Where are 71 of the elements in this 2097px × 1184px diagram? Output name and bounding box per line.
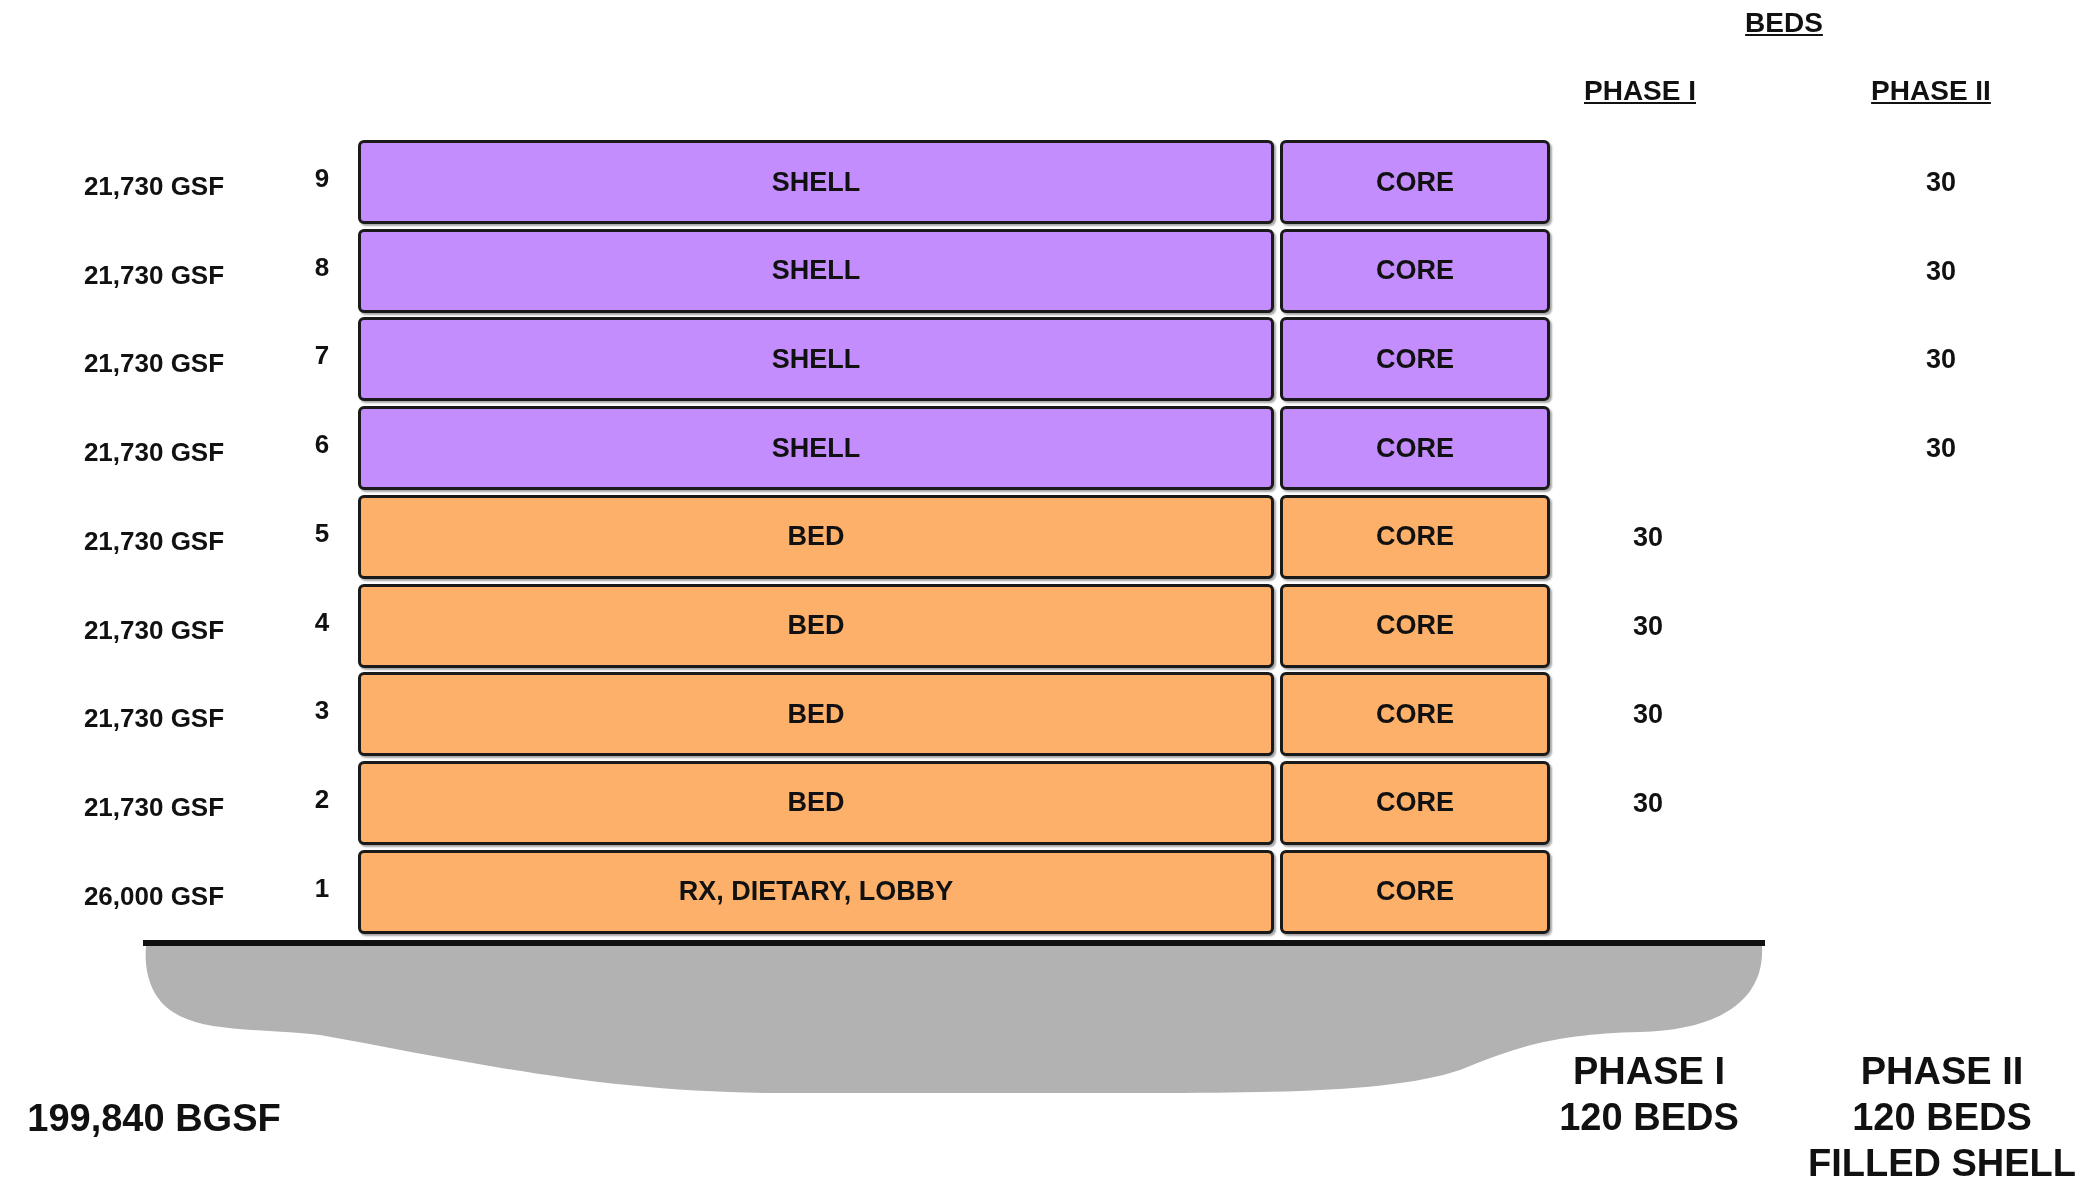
bed-count: 30 (1926, 168, 1956, 196)
floor-number: 7 (314, 342, 330, 369)
floor-number: 6 (314, 431, 330, 458)
area-label: 21,730 GSF (83, 350, 225, 377)
block-label: BED (787, 610, 845, 641)
floor-block (358, 317, 1274, 402)
block-label: CORE (1376, 166, 1454, 198)
area-label: 21,730 GSF (83, 527, 225, 554)
core-block (1280, 583, 1550, 668)
summary-text: PHASE I (1573, 1052, 1725, 1090)
bed-count: 30 (1926, 345, 1956, 373)
floor-block (358, 406, 1274, 491)
bed-count: 30 (1926, 434, 1956, 462)
block-label: SHELL (771, 255, 861, 287)
floor-block (358, 583, 1274, 668)
area-label: 21,730 GSF (83, 793, 225, 820)
area-label: 26,000 GSF (83, 882, 225, 909)
column-heading: PHASE I (1584, 77, 1696, 105)
floor-number: 3 (314, 697, 330, 724)
core-block (1280, 760, 1550, 845)
block-label: CORE (1376, 521, 1454, 553)
area-label: 21,730 GSF (83, 616, 225, 643)
block-label: SHELL (771, 166, 861, 198)
floor-block (358, 494, 1274, 579)
floor-number: 1 (314, 874, 330, 901)
block-label: CORE (1376, 255, 1454, 287)
block-label: SHELL (771, 343, 861, 375)
block-label: BED (787, 698, 845, 730)
floor-number: 5 (314, 519, 330, 546)
block-label: RX, DIETARY, LOBBY (678, 876, 954, 908)
core-block (1280, 317, 1550, 402)
bed-count: 30 (1633, 523, 1663, 551)
bed-count: 30 (1633, 700, 1663, 728)
summary-text: 120 BEDS (1559, 1098, 1739, 1136)
floor-block (358, 760, 1274, 845)
summary-text: 120 BEDS (1852, 1098, 2032, 1136)
core-block (1280, 228, 1550, 313)
area-label: 21,730 GSF (83, 173, 225, 199)
block-label: CORE (1376, 787, 1454, 819)
bed-count: 30 (1633, 612, 1663, 639)
block-label: CORE (1376, 698, 1454, 730)
area-label: 21,730 GSF (83, 439, 225, 466)
block-label: CORE (1376, 876, 1454, 908)
area-label: 21,730 GSF (83, 261, 225, 288)
floor-block (358, 849, 1274, 934)
summary-text: FILLED SHELL (1807, 1144, 2077, 1182)
block-label: SHELL (771, 432, 861, 464)
floor-block (358, 228, 1274, 313)
core-block (1280, 406, 1550, 491)
summary-text: PHASE II (1860, 1052, 2024, 1090)
column-heading: PHASE II (1871, 77, 1991, 105)
block-label: BED (787, 787, 845, 819)
floor-number: 2 (314, 785, 330, 812)
block-label: CORE (1376, 343, 1454, 375)
floor-block (358, 672, 1274, 757)
area-label: 21,730 GSF (83, 705, 225, 732)
core-block (1280, 140, 1550, 224)
summary-text: 199,840 BGSF (27, 1099, 281, 1137)
core-block (1280, 494, 1550, 579)
floor-number: 9 (314, 165, 330, 191)
core-block (1280, 672, 1550, 757)
bed-count: 30 (1926, 257, 1956, 285)
block-label: CORE (1376, 610, 1454, 641)
block-label: BED (787, 521, 845, 553)
core-block (1280, 849, 1550, 934)
floor-number: 4 (314, 608, 330, 635)
floor-number: 8 (314, 253, 330, 280)
column-heading: BEDS (1745, 9, 1823, 37)
floor-block (358, 140, 1274, 224)
block-label: CORE (1376, 432, 1454, 464)
bed-count: 30 (1633, 789, 1663, 817)
